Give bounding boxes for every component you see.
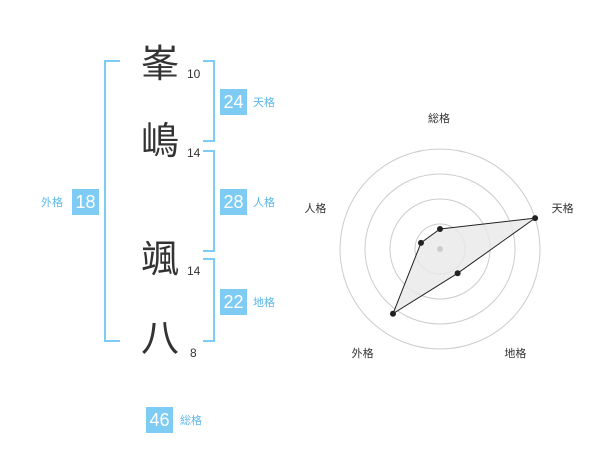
radar-center-dot bbox=[437, 246, 443, 252]
chikaku-label: 地格 bbox=[253, 296, 275, 309]
kanji-3: 颯 bbox=[141, 237, 180, 281]
radar-axis-label-gaikaku: 外格 bbox=[351, 347, 374, 361]
gaikaku-value-badge: 18 bbox=[72, 189, 99, 215]
gaikaku-bracket bbox=[104, 60, 120, 342]
jinkaku-value-badge: 28 bbox=[220, 189, 247, 215]
radar-axis-label-jinkaku: 人格 bbox=[304, 201, 327, 215]
radar-point-3 bbox=[389, 310, 396, 317]
soukaku-label: 総格 bbox=[180, 414, 202, 427]
radar-axis-label-soukaku: 総格 bbox=[428, 112, 450, 125]
radar-point-2 bbox=[454, 270, 461, 277]
soukaku-value-badge: 46 bbox=[146, 407, 173, 433]
radar-axis-label-tenkaku: 天格 bbox=[551, 201, 574, 215]
kanji-1: 峯 bbox=[141, 42, 180, 86]
chikaku-value-badge: 22 bbox=[220, 289, 247, 315]
stroke-count-4: 8 bbox=[190, 346, 197, 360]
tenkaku-bracket bbox=[203, 60, 215, 142]
radar-point-0 bbox=[437, 226, 443, 232]
kanji-4: 八 bbox=[141, 316, 180, 360]
radar-axis-label-chikaku: 地格 bbox=[504, 347, 527, 361]
radar-ring bbox=[339, 148, 541, 350]
jinkaku-bracket bbox=[203, 150, 215, 252]
radar-point-1 bbox=[532, 215, 539, 222]
tenkaku-value-badge: 24 bbox=[220, 89, 247, 115]
jinkaku-label: 人格 bbox=[253, 196, 275, 209]
radar-ring bbox=[364, 173, 516, 325]
stroke-count-1: 10 bbox=[187, 67, 201, 81]
stroke-count-2: 14 bbox=[187, 146, 201, 160]
kanji-2: 嶋 bbox=[141, 119, 180, 163]
tenkaku-label: 天格 bbox=[253, 96, 275, 109]
stroke-count-3: 14 bbox=[187, 264, 201, 278]
radar-data-polygon bbox=[391, 217, 536, 315]
chikaku-bracket bbox=[203, 258, 215, 342]
radar-point-4 bbox=[417, 239, 424, 246]
gaikaku-label: 外格 bbox=[41, 196, 63, 209]
